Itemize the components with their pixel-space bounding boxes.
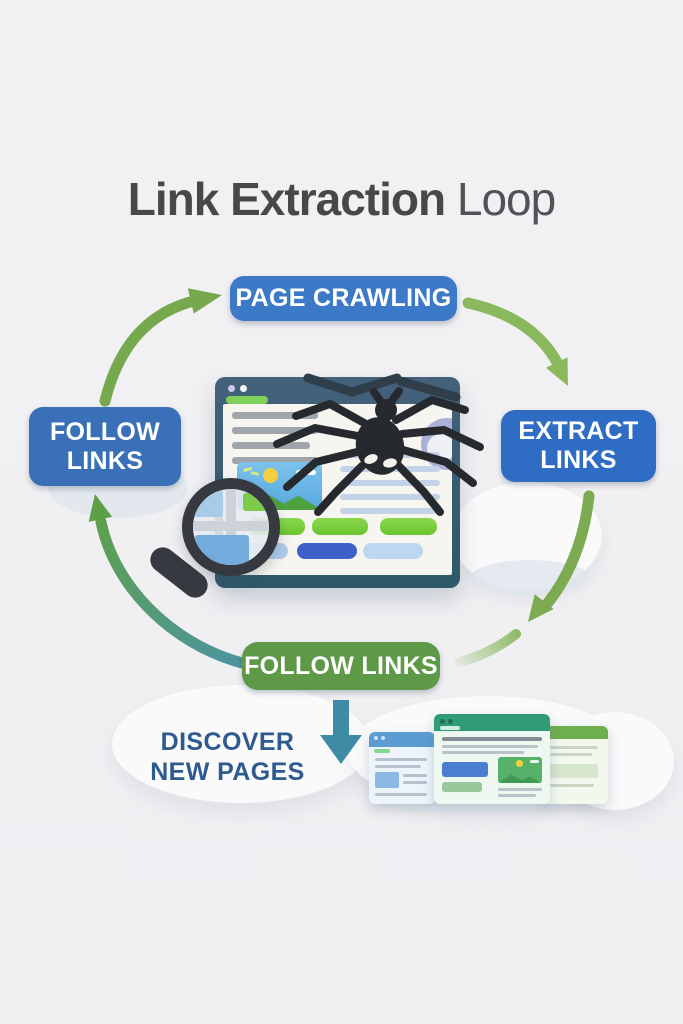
text-line <box>442 737 542 741</box>
title-secondary: Loop <box>445 173 556 225</box>
text-line <box>442 745 538 748</box>
caption-pill <box>296 470 316 475</box>
page-title: Link Extraction Loop <box>0 172 683 226</box>
address-pill <box>440 726 460 730</box>
text-line <box>340 508 440 514</box>
window-dot-icon <box>440 719 445 724</box>
content-block <box>550 764 598 778</box>
node-extract-links: EXTRACT LINKS <box>501 410 656 482</box>
new-page-window-green <box>434 714 550 804</box>
mountains-icon <box>498 774 542 783</box>
text-line <box>375 793 427 796</box>
node-follow-links-left: FOLLOW LINKS <box>29 407 181 486</box>
text-line <box>232 457 318 464</box>
text-line <box>403 781 427 784</box>
image-placeholder <box>498 757 542 783</box>
address-pill <box>226 396 268 404</box>
mini-window-header <box>434 714 550 731</box>
magnified-link-block <box>195 535 249 565</box>
text-line <box>375 758 427 761</box>
text-line <box>550 784 594 787</box>
arrow-pagecrawling-to-extractlinks <box>462 297 568 386</box>
link-button <box>442 762 488 777</box>
outcome-caption: DISCOVER NEW PAGES <box>115 727 340 787</box>
text-line <box>498 794 536 797</box>
window-dot-icon <box>240 385 247 392</box>
cloud-shape <box>470 560 590 596</box>
bird-mark <box>250 471 260 476</box>
lavender-badge-icon <box>421 418 452 470</box>
magnified-block <box>193 491 223 517</box>
text-line <box>442 751 524 754</box>
sun-icon <box>516 760 523 767</box>
text-line <box>340 452 440 458</box>
window-dot-icon <box>374 736 378 740</box>
outcome-line1: DISCOVER <box>160 728 295 756</box>
text-line <box>340 494 440 500</box>
sun-icon <box>263 468 278 483</box>
content-block <box>375 772 399 788</box>
window-dot-icon <box>381 736 385 740</box>
text-line <box>403 774 427 777</box>
outcome-line2: NEW PAGES <box>150 758 305 786</box>
text-line <box>550 753 592 756</box>
new-page-window-back <box>542 726 608 804</box>
link-button <box>380 518 437 535</box>
link-button <box>442 782 482 792</box>
text-line <box>375 765 421 768</box>
node-follow-links: FOLLOW LINKS <box>242 642 440 690</box>
window-dot-icon <box>228 385 235 392</box>
text-line <box>340 466 440 472</box>
text-line <box>232 442 310 449</box>
title-primary: Link Extraction <box>127 173 446 225</box>
text-line <box>498 788 542 791</box>
text-line <box>232 412 318 419</box>
text-line <box>340 480 440 486</box>
magnified-block <box>243 493 269 511</box>
caption-pill <box>530 760 539 763</box>
text-line <box>550 746 598 749</box>
magnified-gutter <box>193 521 269 531</box>
link-button <box>312 518 368 535</box>
window-dot-icon <box>448 719 453 724</box>
mini-window-header <box>542 726 608 739</box>
address-pill <box>374 749 390 753</box>
new-page-window-blue <box>369 732 435 804</box>
arrow-followlinks-to-pagecrawling <box>99 288 222 407</box>
magnifying-glass-icon <box>182 478 280 576</box>
node-page-crawling: PAGE CRAWLING <box>230 276 457 321</box>
text-line <box>232 427 318 434</box>
link-button <box>363 543 423 559</box>
link-button <box>297 543 357 559</box>
mini-window-header <box>369 732 435 747</box>
